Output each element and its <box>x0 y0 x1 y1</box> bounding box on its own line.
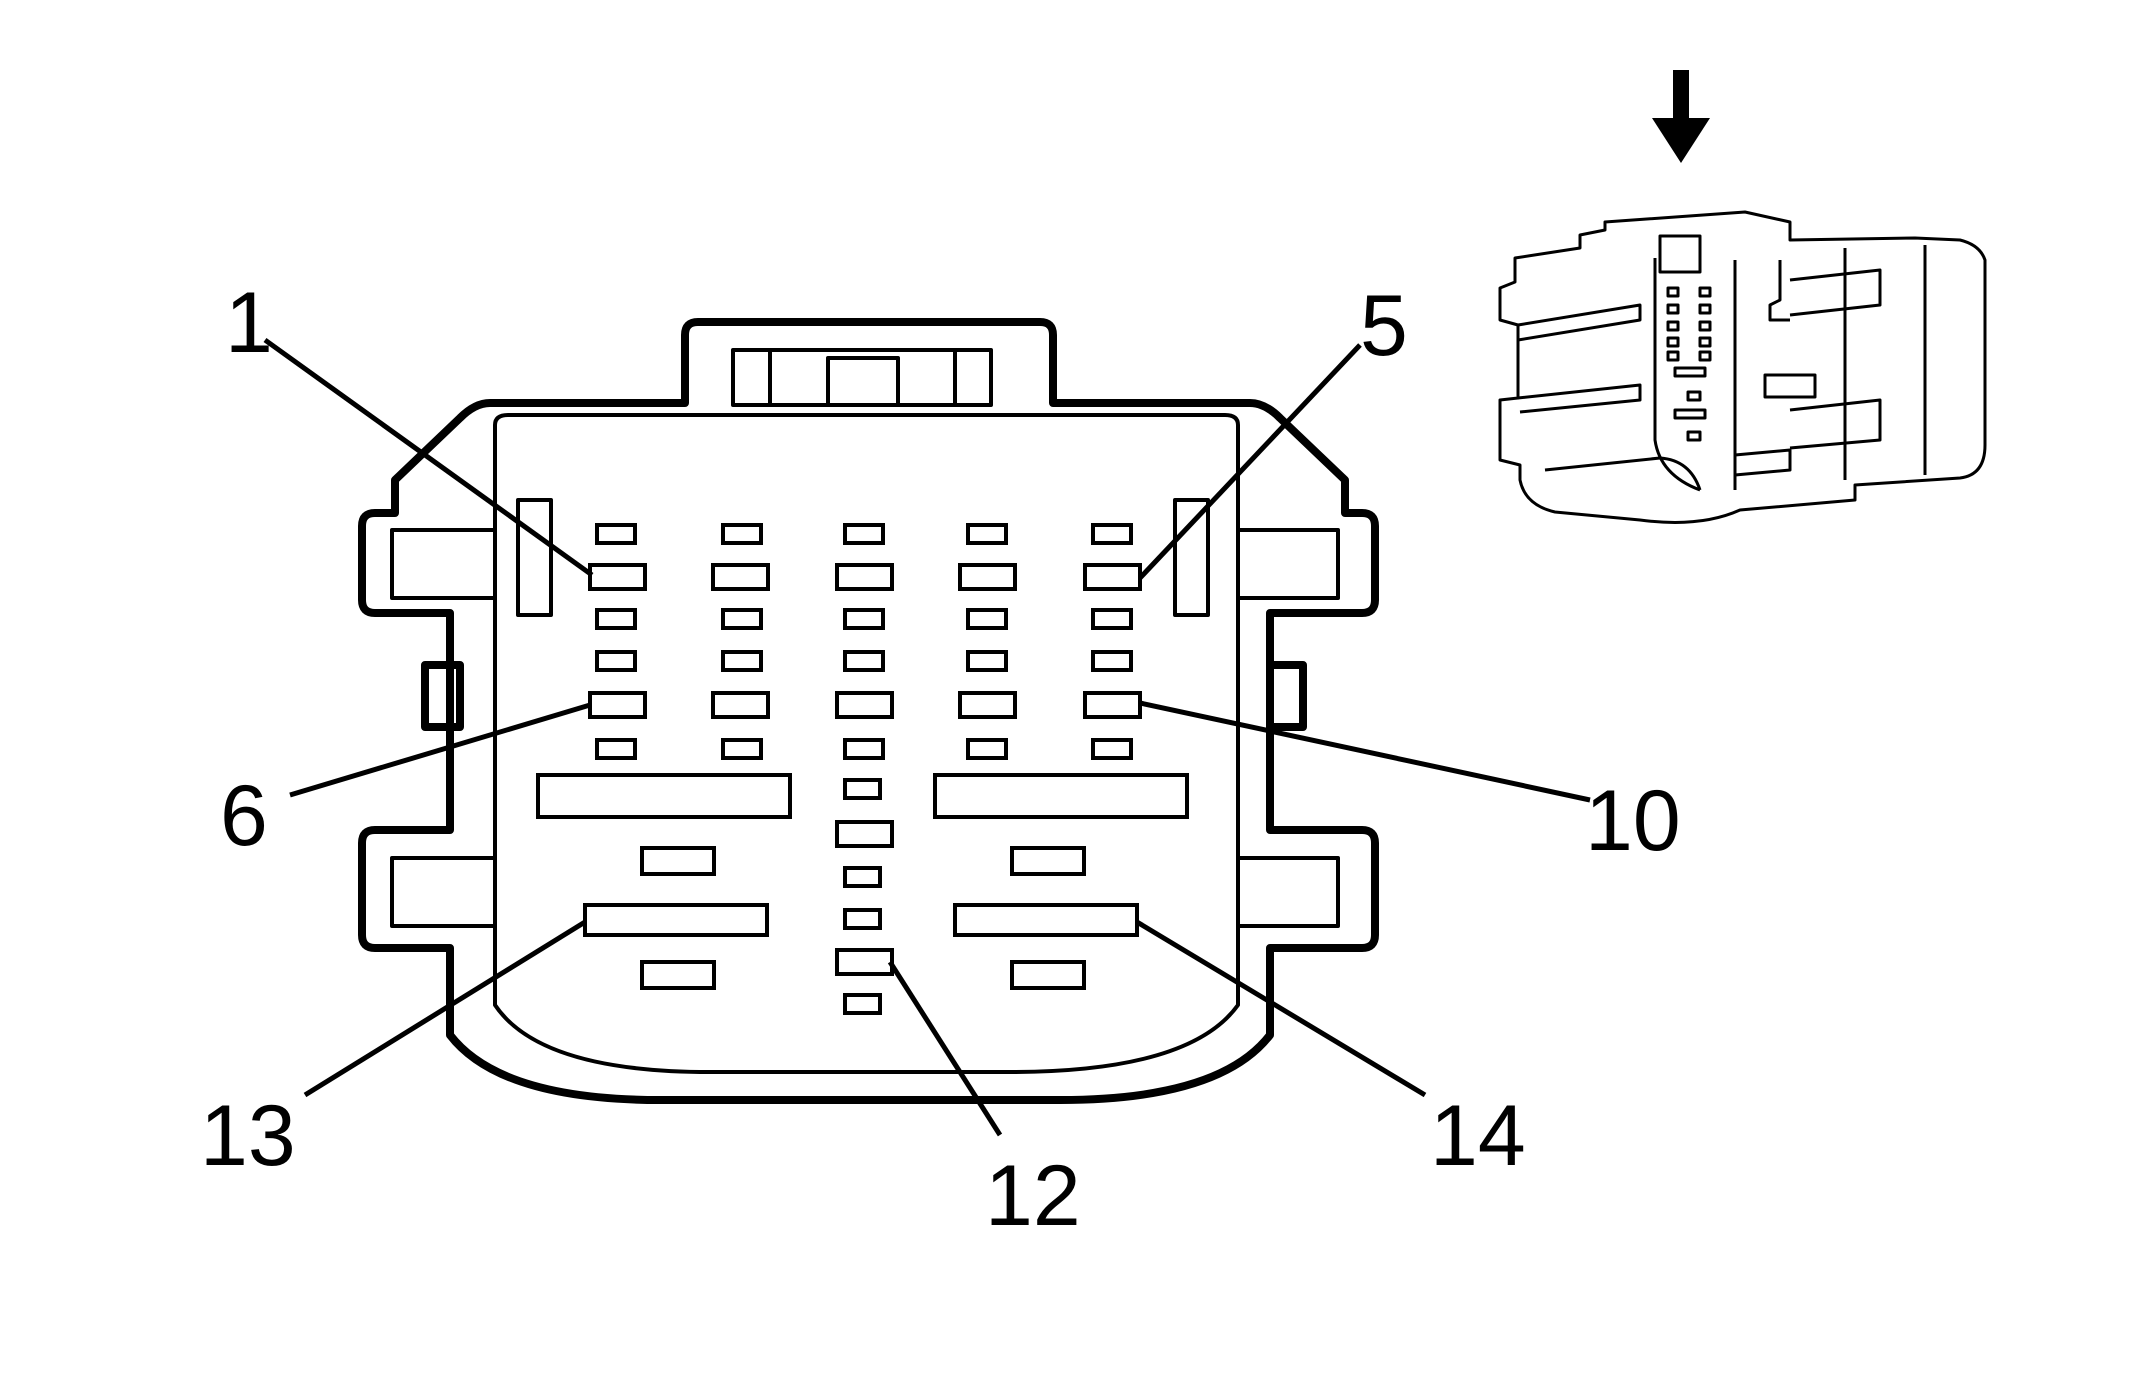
pin-cavity-13 <box>583 903 769 937</box>
pin-cavity <box>843 738 885 760</box>
pin-cavity <box>721 650 763 672</box>
pin-cavity <box>843 866 882 888</box>
connector-inner-face-outline <box>493 413 1240 1074</box>
pin-cavity-6 <box>588 691 647 719</box>
pin-label-12: 12 <box>985 1148 1081 1244</box>
pin-label-5: 5 <box>1360 278 1408 374</box>
pin-cavity <box>595 738 637 760</box>
pin-cavity <box>640 846 716 876</box>
leader-line-1 <box>263 337 594 578</box>
pin-cavity <box>843 523 885 545</box>
iso-housing-outline <box>1498 210 1987 524</box>
pin-cavity <box>1091 608 1133 630</box>
pin-cavity <box>640 960 716 990</box>
pin-cavity <box>1010 846 1086 876</box>
pin-cavity <box>843 650 885 672</box>
top-latch-slot <box>826 356 900 407</box>
pin-cavity-large <box>536 773 792 819</box>
pin-cavity <box>843 778 882 800</box>
pin-cavity <box>966 523 1008 545</box>
pin-cavity <box>721 608 763 630</box>
left-lower-rail <box>390 856 497 928</box>
right-lower-rail <box>1236 856 1340 928</box>
pin-cavity <box>966 608 1008 630</box>
left-key <box>421 661 464 731</box>
iso-pin-cavities <box>1666 286 1712 442</box>
pin-label-13: 13 <box>200 1088 296 1184</box>
pin-cavity <box>595 608 637 630</box>
pin-cavity-14 <box>953 903 1139 937</box>
connector-isometric-view <box>1498 210 1987 524</box>
pin-cavity <box>1091 523 1133 545</box>
pin-label-10: 10 <box>1585 773 1681 869</box>
pin-cavity-12 <box>835 948 894 976</box>
pin-cavity <box>1091 650 1133 672</box>
pin-cavity <box>595 650 637 672</box>
pin-cavity <box>721 523 763 545</box>
pin-labels: 1 5 6 10 12 13 14 <box>200 275 1681 1244</box>
pin-cavity <box>1091 738 1133 760</box>
connector-housing-outline <box>358 318 1379 1104</box>
pin-cavity <box>835 691 894 719</box>
pin-cavity <box>843 993 882 1015</box>
leader-line-14 <box>1135 919 1427 1098</box>
pin-cavity <box>711 563 770 591</box>
pin-cavity <box>711 691 770 719</box>
pin-cavity-1 <box>588 563 647 591</box>
leader-line-13 <box>303 919 587 1098</box>
pin-label-14: 14 <box>1430 1088 1526 1184</box>
pin-cavities <box>536 523 1189 1015</box>
pin-cavity <box>966 738 1008 760</box>
pin-cavity <box>958 563 1017 591</box>
left-upper-rail <box>390 528 497 600</box>
iso-window <box>1763 373 1817 399</box>
pin-cavity <box>835 820 894 848</box>
pin-cavity <box>595 523 637 545</box>
leader-line-10 <box>1139 700 1591 803</box>
pin-cavity <box>721 738 763 760</box>
pin-cavity <box>966 650 1008 672</box>
leader-line-5 <box>1138 343 1362 580</box>
leader-line-6 <box>289 702 591 798</box>
pin-cavity-10 <box>1083 691 1142 719</box>
pin-label-6: 6 <box>220 768 268 864</box>
down-arrow-icon <box>1652 70 1710 163</box>
left-guide-rib <box>516 498 553 617</box>
pin-cavity <box>843 608 885 630</box>
leader-lines <box>263 337 1591 1137</box>
right-key <box>1266 661 1307 731</box>
pin-label-1: 1 <box>225 275 273 371</box>
pin-cavity-5 <box>1083 563 1142 591</box>
pin-cavity <box>1010 960 1086 990</box>
right-guide-rib <box>1173 498 1210 617</box>
connector-face <box>358 318 1379 1104</box>
leader-line-12 <box>887 960 1003 1137</box>
right-upper-rail <box>1236 528 1340 600</box>
pin-cavity <box>835 563 894 591</box>
pin-cavity <box>843 908 882 930</box>
iso-latch <box>1658 234 1702 274</box>
pin-cavity <box>958 691 1017 719</box>
pin-cavity-large <box>933 773 1189 819</box>
